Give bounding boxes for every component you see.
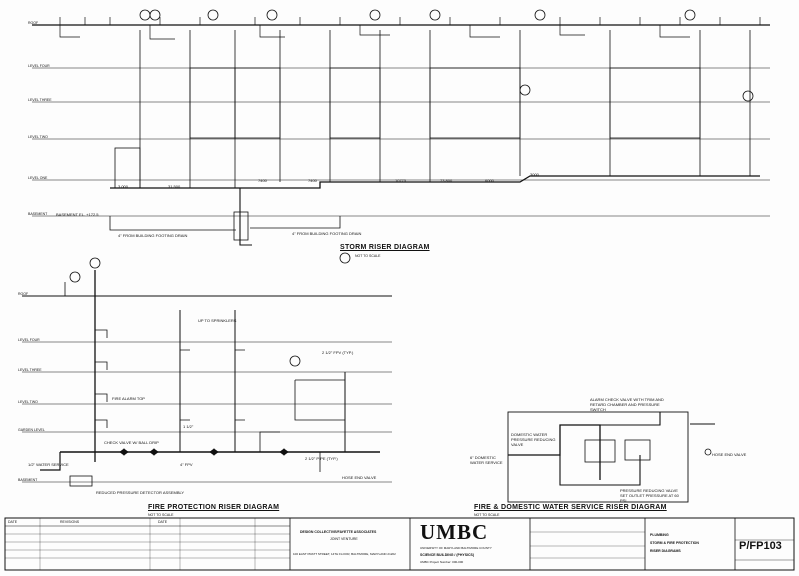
storm-size-label: 6000 [485, 178, 494, 183]
storm-offset [609, 67, 701, 139]
fire-level-label: ROOF [18, 292, 29, 296]
storm-level-label: LEVEL THREE [28, 98, 52, 102]
storm-offset [234, 67, 281, 139]
fire-pipe-size: 2 1/2" PIPE (TYP.) [305, 456, 338, 461]
fire-pipe-size: 2 1/2" FPV (TYP.) [322, 350, 354, 355]
project-line: SCIENCE BUILDING / (PHYSICS) [420, 553, 475, 557]
storm-level-label: BASEMENT [28, 212, 48, 216]
hose-valve-label: HOSE END VALVE [342, 475, 377, 480]
water-service-room [507, 411, 689, 503]
footing-drain [109, 216, 236, 231]
storm-collector [110, 175, 760, 189]
fire-riser-title: FIRE PROTECTION RISER DIAGRAM [148, 504, 280, 511]
storm-size-label: 73,800 [440, 178, 453, 183]
fire-roof-branch [64, 282, 95, 297]
drawing-title-line: PLUMBING [650, 533, 669, 537]
gauge [704, 448, 712, 456]
domestic-prv-label: DOMESTIC WATER PRESSURE REDUCING VALVE [511, 432, 556, 447]
storm-size-label: 7400 [308, 178, 317, 183]
architect-name: DESIGN COLLECTIVE/FAYETTE ASSOCIATES [300, 530, 377, 534]
fire-level-label: LEVEL FOUR [18, 338, 40, 342]
architect-sub: JOINT VENTURE [330, 537, 358, 541]
drawing-title-line: STORM & FIRE PROTECTION [650, 541, 699, 545]
footing-drain [250, 216, 341, 229]
umbc-logo: UMBC [420, 520, 489, 544]
domestic-riser-subtitle: NOT TO SCALE [474, 513, 500, 517]
storm-riser-title: STORM RISER DIAGRAM [340, 244, 430, 251]
alarm-check-label: ALARM CHECK VALVE WITH TRIM AND RETARD C… [590, 397, 664, 412]
storm-level-label: LEVEL TWO [28, 135, 48, 139]
water-service-label: 6" DOMESTIC WATER SERVICE [470, 455, 503, 465]
reduced-pressure-assembly [69, 475, 93, 487]
sump-pit [233, 211, 249, 241]
storm-size-label: 3,000 [118, 184, 129, 189]
fire-pipe-size: 1 1/2" [183, 424, 194, 429]
storm-size-label: 7400 [258, 178, 267, 183]
water-service-pipe [508, 424, 601, 480]
check-valve-label: CHECK VALVE W/ BALL DRIP [104, 440, 159, 445]
storm-level-label: LEVEL ONE [28, 176, 48, 180]
domestic-riser-title: FIRE & DOMESTIC WATER SERVICE RISER DIAG… [474, 504, 667, 511]
fire-level-label: BASEMENT [18, 478, 38, 482]
fire-riser-pipe [600, 412, 661, 426]
project-line: UNIVERSITY OF MARYLAND BALTIMORE COUNTY [420, 546, 492, 550]
basement-elevation-note: BASEMENT EL. +172.5 [56, 212, 99, 217]
fire-service [40, 452, 61, 471]
revision-header: DATE [158, 520, 168, 524]
storm-size-label: 10775 [395, 178, 407, 183]
alarm-label: FIRE ALARM TOP [112, 396, 145, 401]
storm-level-label: ROOF [28, 21, 39, 25]
domestic-hose-label: HOSE END VALVE [712, 452, 747, 457]
backflow-assembly [584, 439, 616, 463]
storm-building-drain [239, 188, 252, 246]
fire-pipe-size: 4" FPV [180, 462, 193, 467]
storm-offset [189, 67, 236, 139]
sprinkler-label: UP TO SPRINKLERS [198, 318, 237, 323]
fire-riser-subtitle: NOT TO SCALE [148, 513, 174, 517]
revision-header: REVISIONS [60, 520, 80, 524]
sheet-number: P/FP103 [739, 540, 782, 552]
revision-header: DATE [8, 520, 18, 524]
project-line: UMBC Project Number: 000-000 [420, 560, 464, 564]
fire-level-label: LEVEL THREE [18, 368, 42, 372]
storm-offset [114, 147, 141, 189]
reducer-label: REDUCED PRESSURE DETECTOR ASSEMBLY [96, 490, 185, 495]
fire-level-label: GARDEN LEVEL [18, 428, 45, 432]
title-block-frame [4, 517, 795, 571]
domestic-pipe [559, 455, 641, 486]
storm-size-label: 31,500 [168, 184, 181, 189]
storm-level-label: LEVEL FOUR [28, 64, 50, 68]
fire-markers [69, 252, 351, 367]
footing-drain-label: 4" FROM BUILDING FOOTING DRAIN [292, 231, 362, 236]
storm-offset [429, 67, 521, 139]
fire-floor-branches [95, 329, 346, 472]
pressure-reducing-valve [624, 439, 651, 461]
fire-level-label: LEVEL TWO [18, 400, 38, 404]
storm-markers [139, 9, 754, 102]
drawing-title-line: RISER DIAGRAMS [650, 549, 681, 553]
footing-drain-label: 4" FROM BUILDING FOOTING DRAIN [118, 233, 188, 238]
architect-address: 100 EAST PRATT STREET, 14TH FLOOR, BALTI… [293, 552, 396, 556]
fire-service-label: 1/2" WATER SERVICE [28, 462, 69, 467]
storm-riser-subtitle: NOT TO SCALE [355, 254, 381, 258]
gauge-label: PRESSURE REDUCING VALVE SET OUTLET PRESS… [620, 488, 679, 503]
storm-size-label: 3000 [530, 172, 539, 177]
storm-offset [329, 67, 381, 139]
fire-valves [119, 448, 289, 456]
